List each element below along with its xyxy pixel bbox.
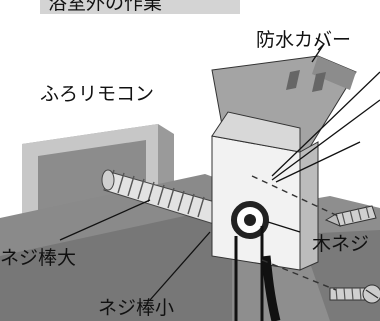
screw-guide-lines xyxy=(251,175,339,291)
wall-cutaway-shade xyxy=(0,210,232,321)
diagram-title: 浴室外の作業 xyxy=(48,0,162,14)
label-threaded-rod-small: ネジ棒小 xyxy=(98,297,174,319)
threaded-rod-large xyxy=(101,169,223,225)
wood-screw-lower xyxy=(329,284,380,304)
title-banner xyxy=(40,0,240,14)
wood-screw-upper xyxy=(324,205,377,227)
label-wood-screw: 木ネジ xyxy=(312,233,369,255)
label-threaded-rod-large: ネジ棒大 xyxy=(0,247,76,269)
label-waterproof-cover: 防水カバー xyxy=(256,29,351,51)
washer-assembly xyxy=(231,201,269,239)
leader-lines xyxy=(59,37,380,301)
label-bath-remote: ふろリモコン xyxy=(40,83,154,105)
